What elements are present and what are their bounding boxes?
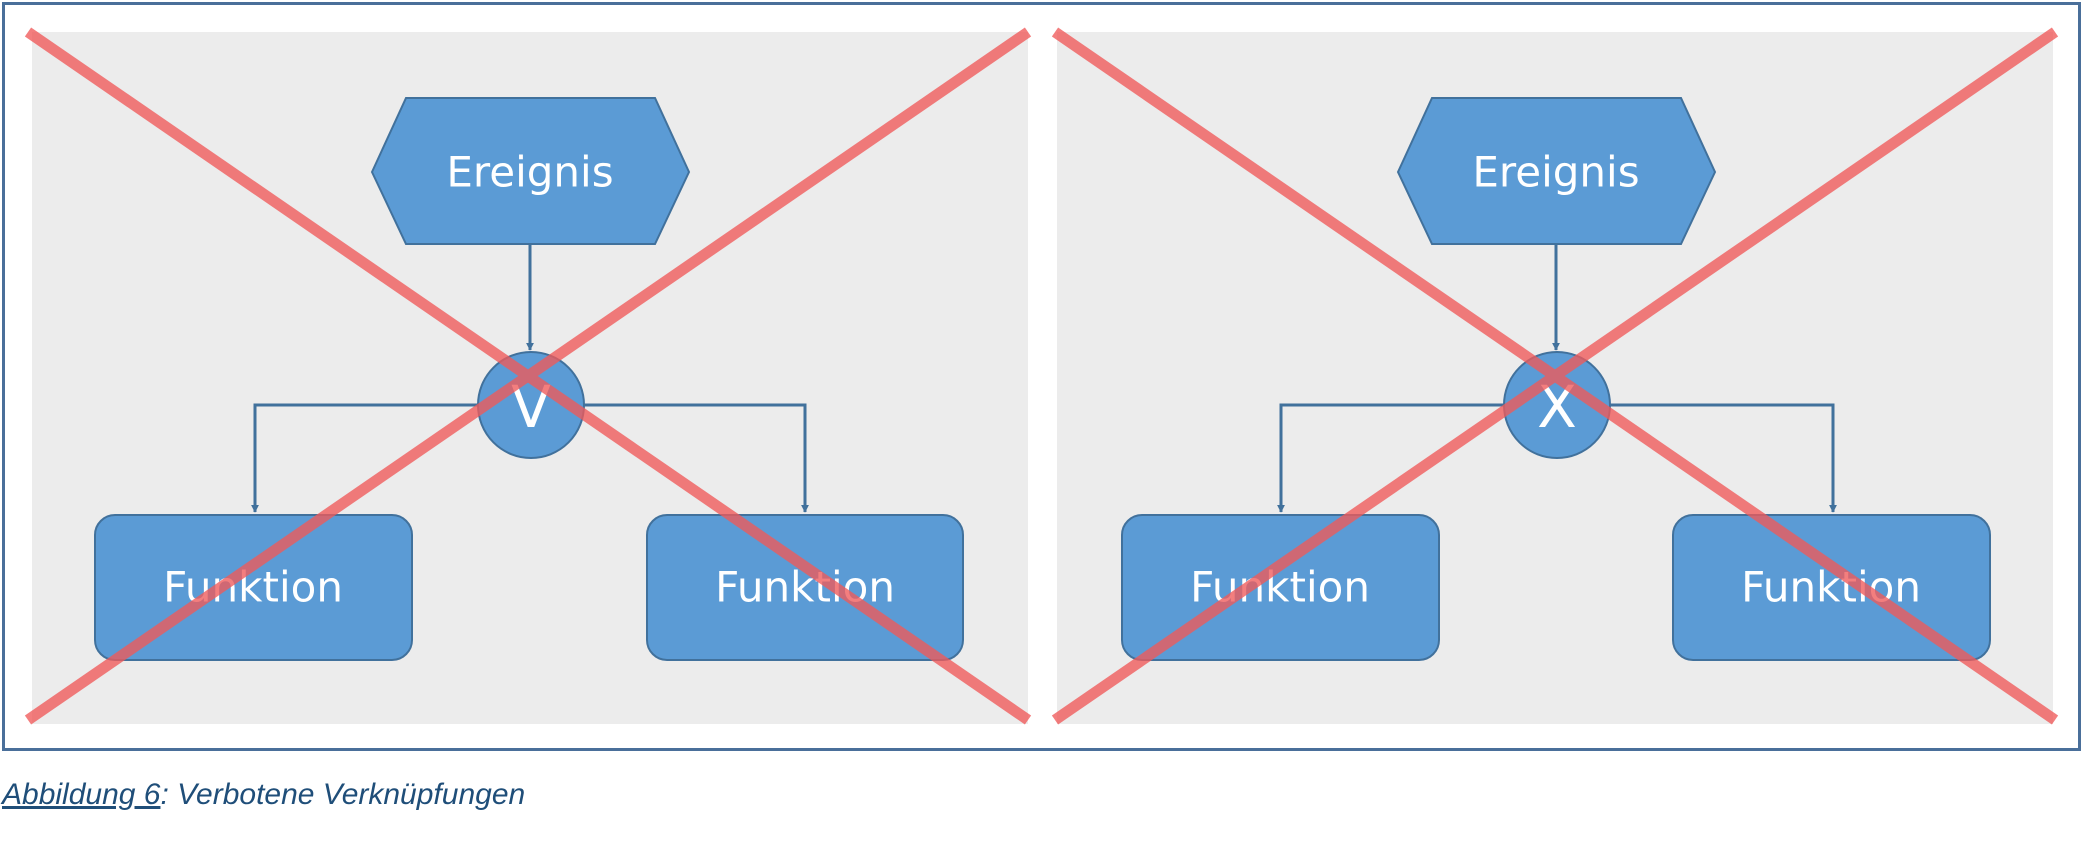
event-node-right: Ereignis — [1396, 97, 1717, 245]
panel-left: Ereignis V Funktion Funktion — [24, 27, 1032, 725]
caption-text: : Verbotene Verknüpfungen — [160, 778, 526, 811]
event-label: Ereignis — [446, 148, 613, 197]
event-hexagon-shape — [370, 97, 691, 245]
panel-right: Ereignis X Funktion Funktion — [1051, 27, 2059, 725]
event-label: Ereignis — [1472, 148, 1639, 197]
event-node-left: Ereignis — [370, 97, 691, 245]
cross-line-2 — [1051, 27, 2059, 725]
operator-to-left-function-arrow — [1277, 403, 1504, 513]
forbidden-connections-diagram: Ereignis V Funktion Funktion — [24, 27, 2059, 725]
operator-to-right-function-arrow — [582, 403, 809, 513]
cross-out-left — [24, 27, 1032, 725]
event-hexagon-shape — [1396, 97, 1717, 245]
figure-caption: Abbildung 6: Verbotene Verknüpfungen — [2, 778, 525, 812]
cross-line-2 — [24, 27, 1032, 725]
operator-to-right-function-arrow — [1608, 403, 1837, 513]
connectors-right — [1277, 244, 1837, 513]
connectors-left — [251, 244, 809, 513]
figure-reference-link[interactable]: Abbildung 6 — [2, 778, 161, 811]
cross-out-right — [1051, 27, 2059, 725]
operator-to-left-function-arrow — [251, 403, 478, 513]
